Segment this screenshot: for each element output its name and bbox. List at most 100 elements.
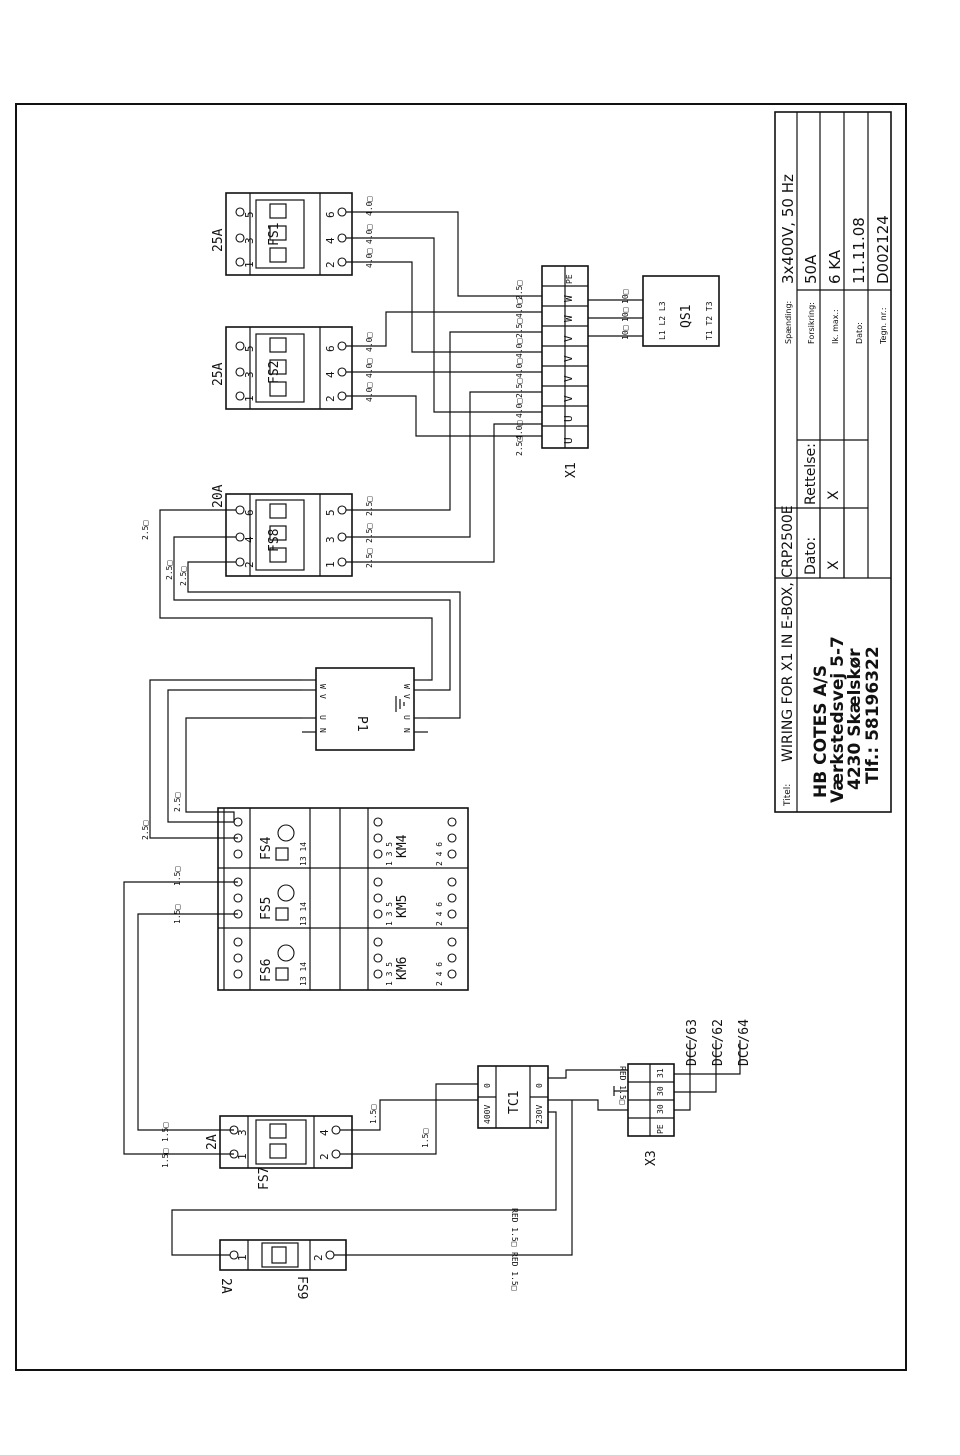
km6-bottom: 2 4 6 [435, 962, 444, 986]
x3-label: X3 [644, 1150, 659, 1166]
fs2-t2: 2 [324, 395, 337, 402]
fs9-t1: 1 [236, 1254, 249, 1261]
fs9-t2: 2 [312, 1254, 325, 1261]
fs9-rating: 2A [218, 1278, 233, 1294]
wiring [123, 211, 741, 1256]
p1-label: P1 [354, 716, 369, 732]
company-street: Værkstedsvej 5-7 [828, 636, 848, 803]
cable-fs4-a: 2.5□ [141, 821, 150, 840]
cable-x1-f: 4.0□ [515, 399, 524, 418]
fs8-rating: 20A [211, 484, 226, 508]
fs8-t2: 2 [243, 561, 256, 568]
cable-x1-h: 2.5□ [515, 437, 524, 456]
fs1-t3: 3 [243, 237, 256, 244]
fs2-t5: 5 [243, 345, 256, 352]
p1-pin-v1: V [318, 694, 327, 699]
fs1-rating: 25A [211, 228, 226, 252]
fs5-label: FS5 [259, 897, 274, 920]
revision-text: X [826, 490, 842, 500]
p1-pin-v2: V [402, 694, 411, 699]
fs8-t3: 3 [324, 536, 337, 543]
p1-pin-w1: W [318, 684, 327, 689]
dcc64-label: DCC/64 [737, 1019, 752, 1066]
cable-qs1-l1: 10□ [621, 289, 630, 304]
spending-value: 3x400V, 50 Hz [779, 174, 797, 284]
fs8-t1: 1 [324, 561, 337, 568]
tc1-secondary: 230V [535, 1105, 544, 1124]
forsikring-value: 50A [802, 254, 820, 284]
x1-t5: V [562, 355, 575, 362]
fs7-label: FS7 [257, 1167, 272, 1190]
fs9-breaker: 1 2 FS9 2A [218, 1239, 347, 1299]
fs1-t2: 2 [324, 261, 337, 268]
cable-fs2-6: 4.0□ [365, 333, 374, 352]
cable-fs7-a: 1.5□ [161, 1123, 170, 1142]
fs7-t1: 1 [236, 1153, 249, 1160]
fs8-t6: 6 [243, 509, 256, 516]
qs1-load: T1 T2 T3 [705, 301, 714, 340]
x1-t2: U [562, 415, 575, 422]
fs8-label: FS8 [267, 529, 282, 552]
titel-label: Titel: [783, 784, 793, 807]
cable-x1-d: 4.0□ [515, 359, 524, 378]
cable-p1-c: 2.5□ [179, 567, 188, 586]
fs5-aux: 13 14 [299, 902, 308, 926]
p1-pin-u1: U [318, 715, 327, 720]
cable-fs8-3: 2.5□ [365, 524, 374, 543]
forsikring-label: Forsikring: [807, 302, 816, 344]
p1-pin-n2: N [402, 728, 411, 733]
fs1-t5: 5 [243, 211, 256, 218]
p1-pin-n1: N [318, 728, 327, 733]
revision-date: X [826, 560, 842, 570]
fs1-label: FS1 [267, 223, 282, 246]
x1-t7: W [562, 315, 575, 322]
x3-pe: PE [656, 1124, 665, 1134]
company-name: HB COTES A/S [811, 665, 831, 798]
tc1-secondary-zero: 0 [535, 1083, 544, 1088]
fs9-label: FS9 [294, 1276, 309, 1299]
ik-value: 6 KA [826, 249, 844, 284]
cable-fs5-a: 1.5□ [173, 867, 182, 886]
cable-qs1-l2: 10□ [621, 307, 630, 322]
cable-fs1-6: 4.0□ [365, 197, 374, 216]
cable-qs1-l3: 10□ [621, 325, 630, 340]
fs8-t5: 5 [324, 509, 337, 516]
company-city: 4230 Skælskør [845, 648, 865, 790]
company-phone: Tlf.: 58196322 [863, 646, 883, 784]
fs7-rating: 2A [205, 1134, 220, 1150]
fs8-t4: 4 [243, 536, 256, 543]
x1-t4: V [562, 375, 575, 382]
fs1-breaker: 1 3 5 2 4 6 FS1 25A [211, 192, 353, 276]
cable-fs5-b: 1.5□ [173, 905, 182, 924]
fs7-t3: 3 [236, 1129, 249, 1136]
x3-30b: 30 [656, 1086, 665, 1096]
fs6-label: FS6 [259, 959, 274, 982]
km6-label: KM6 [395, 957, 410, 980]
cable-fs4-b: 2.5□ [173, 793, 182, 812]
qs1-switch: L1 L2 L3 QS1 T1 T2 T3 [642, 275, 720, 347]
km5-label: KM5 [395, 895, 410, 918]
dcc63-label: DCC/63 [685, 1019, 700, 1066]
x3-31: 31 [656, 1068, 665, 1078]
cable-x1-e: 2.5□ [515, 379, 524, 398]
fs4-label: FS4 [259, 836, 274, 860]
km6-top: 1 3 5 [385, 962, 394, 986]
fs7-breaker: 1 3 2 4 FS7 2A [205, 1115, 353, 1190]
title-block: Titel: WIRING FOR X1 IN E-BOX, CRP2500E … [774, 111, 892, 813]
rettelse-label: Rettelse: [803, 443, 819, 505]
x1-t8: W [562, 295, 575, 302]
km4-label: KM4 [395, 834, 410, 858]
tc1-primary: 400V [483, 1105, 492, 1124]
fs2-t3: 3 [243, 371, 256, 378]
km4-top: 1 3 5 [385, 842, 394, 866]
qs1-line: L1 L2 L3 [658, 301, 667, 340]
tegn-value: D002124 [874, 215, 892, 284]
dato2-value: 11.11.08 [850, 217, 868, 284]
cable-fs9-red-b: RED 1.5□ [510, 1252, 519, 1291]
x1-t9: PE [565, 274, 574, 284]
cable-x1-g: 4.0□ [515, 421, 524, 440]
fs1-t6: 6 [324, 211, 337, 218]
cable-fs2-2: 4.0□ [365, 383, 374, 402]
dato-label: Dato: [803, 537, 819, 575]
